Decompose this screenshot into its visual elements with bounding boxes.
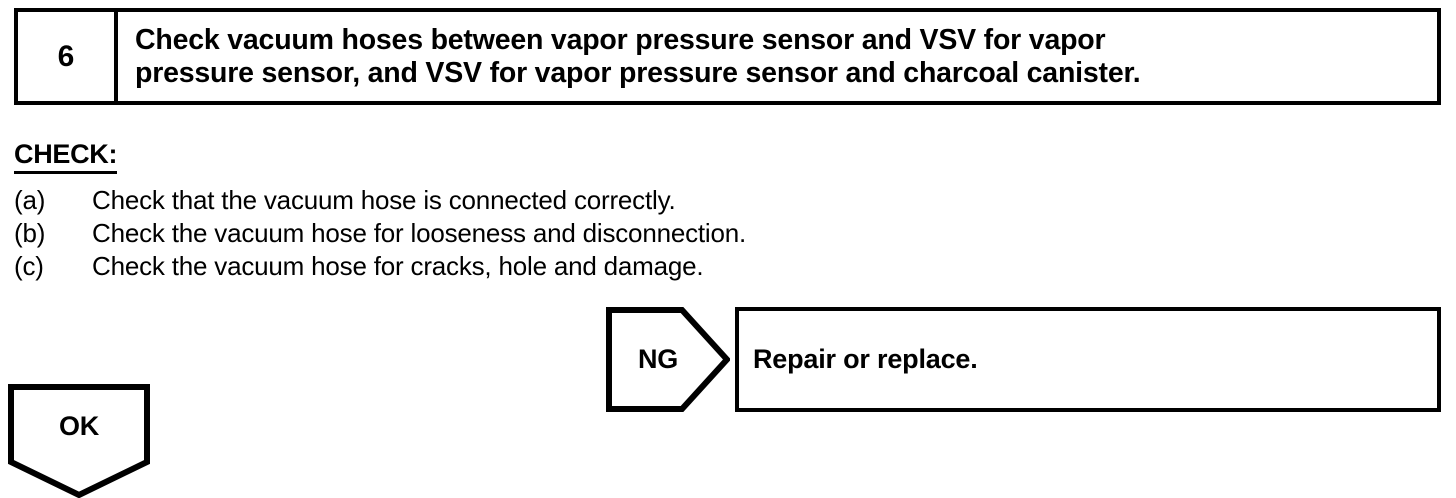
step-description-cell: Check vacuum hoses between vapor pressur… <box>118 12 1437 101</box>
step-number: 6 <box>57 39 75 73</box>
list-item-text: Check that the vacuum hose is connected … <box>92 185 676 215</box>
check-heading: CHECK: <box>14 141 118 174</box>
list-item-label: (a) <box>14 185 46 215</box>
list-item: (c) Check the vacuum hose for cracks, ho… <box>14 250 1014 283</box>
step-description: Check vacuum hoses between vapor pressur… <box>135 24 1141 89</box>
step-header-table: 6 Check vacuum hoses between vapor press… <box>14 8 1441 105</box>
repair-or-replace-text: Repair or replace. <box>753 344 978 374</box>
list-item: (b) Check the vacuum hose for looseness … <box>14 217 1014 250</box>
step-number-cell: 6 <box>18 12 118 101</box>
repair-or-replace-box: Repair or replace. <box>735 307 1441 412</box>
ok-pentagon-shape <box>8 384 150 498</box>
check-list: (a) Check that the vacuum hose is connec… <box>14 184 1014 283</box>
ng-arrow-shape <box>606 307 730 412</box>
list-item: (a) Check that the vacuum hose is connec… <box>14 184 1014 217</box>
list-item-label: (c) <box>14 251 44 281</box>
list-item-label: (b) <box>14 218 46 248</box>
list-item-text: Check the vacuum hose for cracks, hole a… <box>92 251 704 281</box>
list-item-text: Check the vacuum hose for looseness and … <box>92 218 747 248</box>
